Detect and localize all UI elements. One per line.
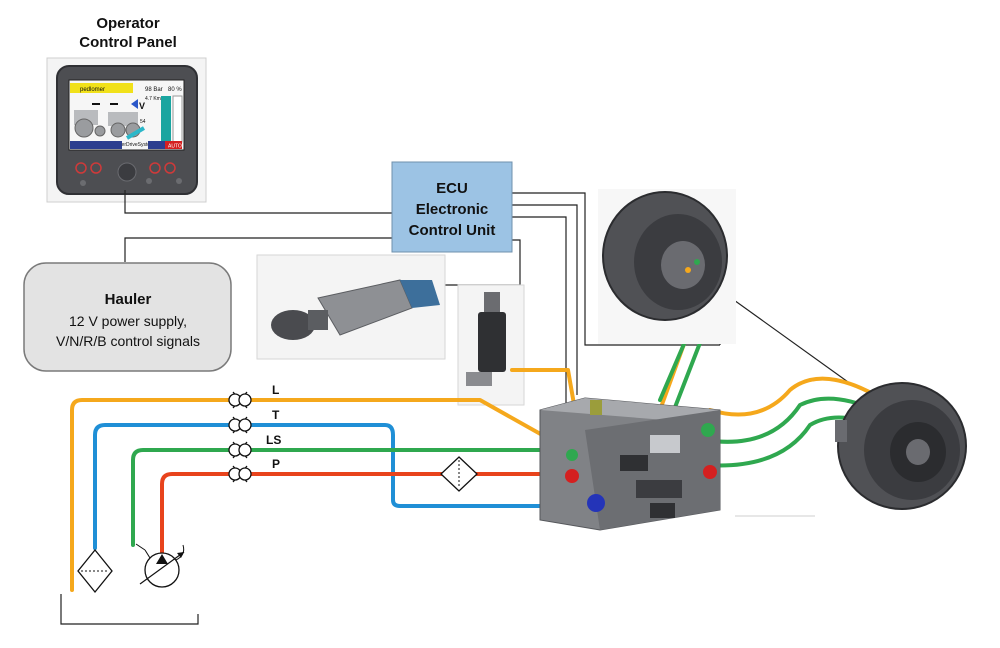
- hauler-line2: V/N/R/B control signals: [56, 333, 200, 349]
- port-p: [565, 469, 579, 483]
- wire-ecu-valve-2: [512, 204, 578, 395]
- mode-triangle-icon: [131, 99, 138, 109]
- ecu-label-line3: Control Unit: [409, 222, 496, 239]
- sensor-hose: [510, 368, 577, 412]
- port-b: [703, 465, 717, 479]
- hauler-line1: 12 V power supply,: [69, 313, 187, 329]
- quick-couplers: [228, 391, 252, 483]
- hauler-box: Hauler 12 V power supply, V/N/R/B contro…: [23, 262, 232, 372]
- panel-mode-text: V: [139, 101, 145, 111]
- operator-control-panel: pedlomer 98 Bar 80 % 4.7 Km/h V 54 Trail…: [46, 57, 207, 203]
- panel-softkey-1[interactable]: [70, 141, 96, 149]
- panel-arrow-icon: [125, 126, 146, 140]
- wire-motor-1-2: [719, 288, 856, 388]
- coupler-t: [228, 416, 252, 434]
- line-label-l: L: [272, 383, 279, 397]
- ecu-label-line1: ECU: [436, 180, 468, 197]
- cooler-symbol: [440, 456, 478, 492]
- return-filter-symbol: [77, 548, 113, 594]
- line-label-t: T: [272, 408, 280, 422]
- hydraulic-lines: [70, 263, 877, 592]
- panel-button-3[interactable]: [149, 162, 161, 174]
- ecu-box: ECU Electronic Control Unit: [391, 161, 513, 253]
- line-label-ls: LS: [266, 433, 281, 447]
- panel-system-name: TrailerDriveSystem: [112, 142, 154, 148]
- panel-level-gauge: [161, 96, 171, 142]
- control-lever: [256, 254, 446, 360]
- line-t-hose: [93, 423, 597, 550]
- wire-panel-ecu: [124, 190, 393, 214]
- panel-button-1[interactable]: [75, 162, 87, 174]
- motor-2-hose-orange: [708, 376, 877, 417]
- speed-sensor: [457, 284, 525, 406]
- wheel-motor-2: [835, 382, 967, 510]
- line-l-hose: [70, 398, 562, 592]
- wire-hauler-ecu: [124, 237, 393, 262]
- ecu-label-line2: Electronic: [416, 201, 489, 218]
- panel-softkey-3[interactable]: [148, 141, 165, 149]
- wire-ecu-motor-1: [512, 192, 720, 346]
- line-label-p: P: [272, 457, 280, 471]
- line-p-hose: [160, 472, 567, 557]
- panel-auto-key[interactable]: [165, 141, 182, 149]
- panel-brand-text: pedlomer: [80, 87, 105, 93]
- coupler-ls: [228, 441, 252, 459]
- coupler-p: [228, 465, 252, 483]
- tank-bracket: [60, 594, 199, 625]
- coupler-l: [228, 391, 252, 409]
- operator-panel-title-line1: Operator: [96, 15, 160, 32]
- panel-button-2[interactable]: [90, 162, 102, 174]
- line-ls-hose: [131, 448, 572, 547]
- port-t: [587, 494, 605, 512]
- operator-panel-title-line2: Control Panel: [79, 34, 177, 51]
- valve-block: [539, 397, 721, 531]
- panel-softkey-2[interactable]: [96, 141, 122, 149]
- port-a: [701, 423, 715, 437]
- panel-rotary-knob[interactable]: [117, 162, 137, 182]
- panel-button-4[interactable]: [164, 162, 176, 174]
- panel-percent-text: 80 %: [168, 87, 182, 93]
- wheel-motor-1: [598, 189, 736, 344]
- motor-2-hose-green-a: [703, 396, 877, 444]
- port-ls: [566, 449, 578, 461]
- signal-wires: [60, 190, 856, 625]
- wire-ecu-valve: [512, 216, 567, 405]
- hauler-title: Hauler: [105, 291, 152, 308]
- panel-pressure-text: 98 Bar: [145, 87, 163, 93]
- panel-speed-text: 4.7 Km/h: [145, 96, 165, 102]
- panel-auto-text: AUTO: [168, 144, 182, 150]
- operator-panel-title: Operator Control Panel: [79, 15, 177, 51]
- panel-brand-bar: [70, 83, 133, 93]
- panel-number-text: 54: [140, 119, 146, 125]
- variable-pump-symbol: [135, 543, 185, 588]
